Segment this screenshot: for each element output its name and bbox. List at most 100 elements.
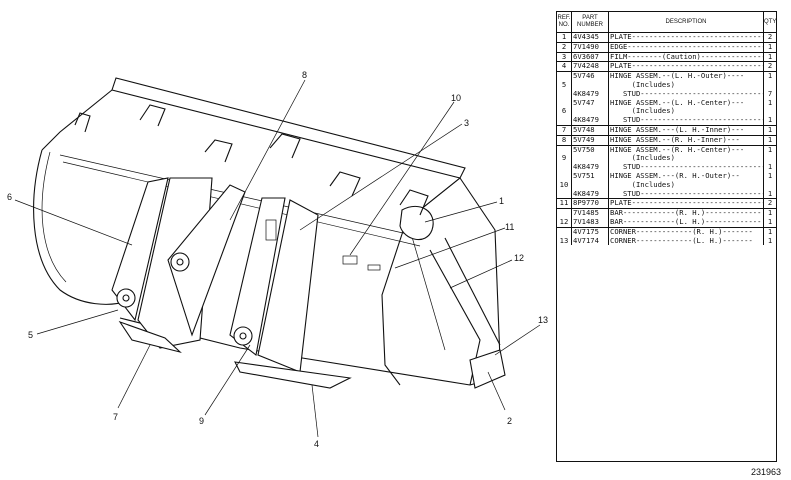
callout-6: 6: [7, 192, 12, 202]
ref-cell: [557, 144, 572, 155]
ref-cell: [557, 226, 572, 237]
ref-cell: 1: [557, 32, 572, 43]
qty-cell: 1: [767, 98, 773, 107]
description-cell: HINGE ASSEM.---(R. H.-Outer)--: [608, 171, 764, 181]
figure-number: 231963: [750, 467, 781, 477]
table-row: 5 (Includes): [557, 80, 777, 90]
ref-cell: 6: [557, 107, 572, 117]
part-number-cell: 7V1485: [571, 208, 609, 218]
part-number-cell: [571, 180, 609, 190]
callout-3: 3: [464, 118, 469, 128]
ref-cell: 5: [557, 80, 572, 90]
ref-cell: [557, 163, 572, 172]
header-description: DESCRIPTION: [608, 12, 764, 33]
callout-13: 13: [538, 315, 548, 325]
description-cell: (Includes): [608, 80, 764, 90]
header-ref: REF.NO.: [557, 12, 572, 33]
ref-cell: 4: [557, 61, 572, 72]
qty-cell: 1: [763, 226, 776, 237]
qty-cell: 1: [767, 189, 773, 198]
table-row: 6 (Includes): [557, 107, 777, 117]
qty-cell: 1: [767, 236, 773, 245]
part-number-cell: 8P9770: [571, 198, 609, 209]
ref-cell: [557, 71, 572, 81]
part-number-cell: 5V746: [571, 71, 609, 81]
description-cell: EDGE----------------------------------: [608, 41, 764, 53]
part-number-cell: 5V747: [571, 98, 609, 108]
qty-cell: 2: [763, 198, 776, 209]
callout-11: 11: [505, 222, 514, 232]
part-number-cell: 6V3607: [571, 51, 609, 62]
part-number-cell: 4K8479: [571, 189, 609, 199]
callout-2: 2: [507, 416, 512, 426]
callout-7: 7: [113, 412, 118, 422]
part-number-cell: 4V4345: [571, 32, 609, 43]
qty-cell: [764, 81, 777, 90]
part-number-cell: 5V748: [571, 124, 609, 136]
qty-cell: 1: [767, 217, 773, 226]
ref-cell: [557, 98, 572, 108]
qty-cell: 7: [767, 89, 773, 98]
description-cell: CORNER-------------(L. H.)-------: [608, 236, 764, 246]
description-cell: HINGE ASSEM.--(R. H.-Inner)---: [608, 134, 764, 146]
qty-cell: 1: [763, 41, 776, 53]
qty-cell: 1: [763, 144, 776, 155]
qty-cell: 1: [763, 51, 776, 62]
ref-cell: [557, 208, 572, 218]
qty-cell: 2: [763, 32, 776, 43]
description-cell: STUD-----------------------------: [608, 189, 764, 199]
ref-cell: 7: [557, 124, 572, 136]
description-cell: (Includes): [608, 180, 764, 190]
part-number-cell: 4V7175: [571, 226, 609, 237]
part-number-cell: 4V7174: [571, 236, 609, 246]
qty-cell: [764, 154, 777, 163]
qty-cell: 1: [767, 163, 773, 172]
ref-cell: [557, 189, 572, 199]
part-number-cell: [571, 107, 609, 117]
part-number-cell: 7V1490: [571, 41, 609, 53]
part-number-cell: 5V750: [571, 144, 609, 155]
qty-cell: 1: [767, 171, 773, 180]
table-row: 4K8479 STUD-----------------------------…: [557, 189, 776, 199]
ref-cell: [557, 171, 572, 181]
ref-cell: 12: [557, 217, 572, 228]
table-row: 4K8479 STUD-----------------------------…: [557, 163, 776, 172]
qty-cell: [764, 181, 777, 190]
description-cell: STUD-----------------------------: [608, 163, 764, 172]
part-number-cell: 7V4248: [571, 61, 609, 72]
ref-cell: 3: [557, 51, 572, 62]
description-cell: PLATE---------------------------------: [608, 32, 764, 43]
ref-cell: 2: [557, 41, 572, 53]
description-cell: BAR------------(L. H.)-------------: [608, 217, 764, 228]
description-cell: HINGE ASSEM.---(L. H.-Inner)---: [608, 124, 764, 136]
description-cell: HINGE ASSEM.--(R. H.-Center)---: [608, 144, 764, 155]
ref-cell: 13: [557, 236, 572, 246]
description-cell: PLATE---------------------------------: [608, 198, 764, 209]
callout-9: 9: [199, 416, 204, 426]
description-cell: BAR------------(R. H.)-------------: [608, 208, 764, 218]
qty-cell: [764, 107, 777, 116]
callout-1: 1: [499, 196, 504, 206]
bucket-exploded-diagram: 1 2 3 4 5 6 7 8 9 10 11 12 13: [7, 70, 548, 449]
ref-cell: 11: [557, 198, 572, 209]
ref-cell: [557, 116, 572, 126]
callout-10: 10: [451, 93, 461, 103]
ref-cell: [557, 89, 572, 99]
table-row: 9 (Includes): [557, 154, 777, 164]
description-cell: STUD-----------------------------: [608, 89, 764, 99]
part-number-cell: 5V751: [571, 171, 609, 181]
part-number-cell: [571, 154, 609, 164]
description-cell: (Includes): [608, 154, 764, 164]
table-row: 10 (Includes): [557, 180, 777, 190]
qty-cell: 1: [763, 71, 776, 81]
